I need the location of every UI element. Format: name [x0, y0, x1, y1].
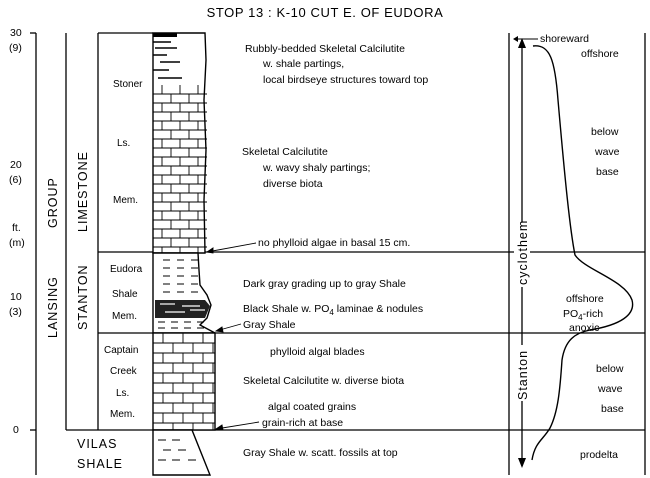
desc-skeletal-line2: w. wavy shaly partings; — [262, 162, 370, 174]
group-label-group: GROUP — [46, 177, 60, 228]
desc-skeletal-diverse: Skeletal Calcilutite w. diverse biota — [243, 375, 404, 387]
scale-tick-20: 20 — [10, 159, 22, 171]
member-stoner-line2: Ls. — [117, 138, 130, 149]
member-eudora-line3: Mem. — [112, 311, 137, 322]
member-vilas-line2: SHALE — [77, 457, 123, 471]
desc-black-shale: Black Shale w. PO4 laminae & nodules — [243, 303, 423, 317]
lithology-descriptions: Rubbly-bedded Skeletal Calcilutite w. sh… — [242, 43, 428, 459]
desc-dark-gray-shale: Dark gray grading up to gray Shale — [243, 278, 406, 290]
member-eudora-line2: Shale — [112, 289, 138, 300]
desc-phylloid-blades: phylloid algal blades — [270, 346, 365, 358]
desc-algal-coated: algal coated grains — [268, 401, 356, 413]
arrow-down-icon — [518, 458, 526, 468]
member-captain-creek-line2: Creek — [110, 366, 138, 377]
environment-curve — [532, 46, 633, 460]
cyclothem-arrow: cyclothem Stanton — [514, 38, 530, 468]
desc-grain-rich: grain-rich at base — [262, 417, 343, 429]
scale-unit-ft: ft. — [12, 222, 21, 234]
stoner-limestone-column — [153, 33, 207, 253]
desc-rubbly-line1: Rubbly-bedded Skeletal Calcilutite — [245, 43, 405, 55]
vilas-shale-column — [153, 430, 210, 475]
scale-tick-9m: (9) — [9, 42, 22, 54]
desc-skeletal-line3: diverse biota — [263, 178, 323, 190]
below-wave-base-2-line1: below — [596, 363, 624, 375]
desc-gray-shale: Gray Shale — [243, 319, 296, 331]
member-captain-creek-line1: Captain — [104, 345, 138, 356]
scale-tick-10: 10 — [10, 291, 22, 303]
offshore-anoxic-line2: PO4-rich — [563, 308, 603, 322]
member-stoner-line3: Mem. — [113, 195, 138, 206]
scale-tick-0: 0 — [13, 424, 19, 436]
captain-creek-limestone-column — [153, 333, 215, 430]
stanton-cyclothem-label: Stanton — [516, 350, 530, 400]
shoreward-label: shoreward — [540, 33, 589, 45]
offshore-anoxic-line1: offshore — [566, 293, 604, 305]
below-wave-base-2-line3: base — [601, 403, 624, 415]
desc-rubbly-line3: local birdseye structures toward top — [263, 74, 428, 86]
desc-gray-shale-fossils: Gray Shale w. scatt. fossils at top — [243, 447, 398, 459]
rubbly-top-band — [153, 33, 177, 37]
scale-tick-30: 30 — [10, 27, 22, 39]
member-stoner-line1: Stoner — [113, 79, 143, 90]
environment-panel: shoreward offshore below wave base offsh… — [513, 33, 633, 461]
scale-unit-m: (m) — [9, 237, 25, 249]
prodelta-label: prodelta — [580, 449, 618, 461]
member-captain-creek-line3: Ls. — [116, 388, 129, 399]
cyclothem-label: cyclothem — [516, 220, 530, 285]
desc-no-phylloid: no phylloid algae in basal 15 cm. — [258, 237, 410, 249]
offshore-anoxic-line3: anoxic — [569, 322, 599, 334]
black-shale-band — [155, 300, 210, 318]
offshore-label: offshore — [581, 48, 619, 60]
diagram-title: STOP 13 : K-10 CUT E. OF EUDORA — [207, 5, 444, 20]
eudora-shale-column — [153, 253, 215, 333]
below-wave-base-2-line2: wave — [597, 383, 623, 395]
below-wave-base-1-line2: wave — [594, 146, 620, 158]
scale-tick-6m: (6) — [9, 174, 22, 186]
below-wave-base-1-line1: below — [591, 126, 619, 138]
formation-label-stanton: STANTON — [76, 264, 90, 330]
group-label-lansing: LANSING — [46, 276, 60, 338]
desc-rubbly-line2: w. shale partings, — [262, 58, 344, 70]
depth-scale: 30 (9) 20 (6) ft. (m) 10 (3) 0 — [9, 27, 25, 436]
formation-label-limestone: LIMESTONE — [76, 151, 90, 232]
scale-tick-3m: (3) — [9, 306, 22, 318]
member-captain-creek-line4: Mem. — [110, 409, 135, 420]
member-eudora-line1: Eudora — [110, 264, 143, 275]
desc-skeletal-line1: Skeletal Calcilutite — [242, 146, 328, 158]
member-vilas-line1: VILAS — [77, 437, 117, 451]
below-wave-base-1-line3: base — [596, 166, 619, 178]
arrow-left-icon — [513, 36, 518, 42]
